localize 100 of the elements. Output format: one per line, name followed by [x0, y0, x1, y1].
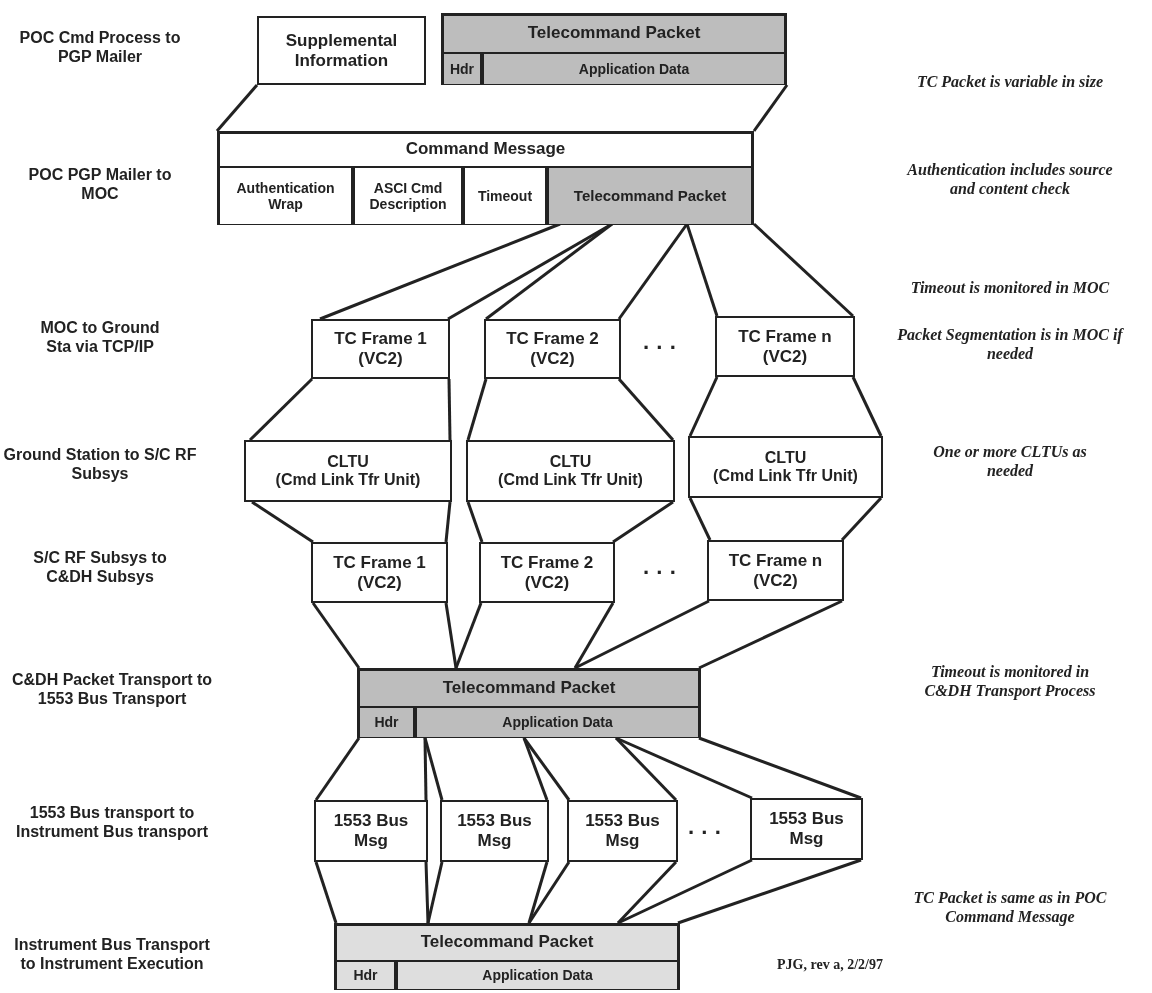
connector-line [752, 222, 855, 318]
header-field [444, 52, 482, 84]
frame-box [484, 319, 621, 379]
box-text: TC Frame 1 [334, 329, 427, 349]
connector-line [447, 378, 452, 441]
box-subtext: (VC2) [357, 572, 402, 593]
connector-line [612, 500, 674, 544]
connector-line [617, 378, 675, 441]
message-box [750, 798, 863, 860]
connector-line [851, 376, 883, 437]
ellipsis-mark: · · · [687, 820, 723, 847]
frame-box [311, 542, 448, 603]
row-label: 1553 Bus transport to Instrument Bus transport [15, 803, 209, 842]
note-text: Timeout is monitored in C&DH Transport Process [923, 662, 1097, 701]
connector-line [466, 378, 488, 441]
box-subtext: (VC2) [524, 572, 570, 593]
row-label: POC Cmd Process to PGP Mailer [18, 28, 182, 67]
header-field [360, 706, 415, 737]
box-text: 1553 Bus Msg [456, 811, 533, 851]
connector-line [573, 602, 615, 669]
packet-box [357, 668, 701, 738]
frame-box [479, 542, 615, 603]
message-box [440, 800, 549, 862]
packet-box [441, 13, 787, 85]
connector-line [840, 496, 883, 542]
connector-line [444, 501, 452, 543]
box-text: Application Data [502, 714, 613, 731]
data-field [415, 706, 700, 737]
connector-line [574, 599, 710, 670]
message-box [314, 800, 428, 862]
ellipsis-mark: · · · [642, 560, 678, 587]
packet-box [334, 923, 680, 990]
connector-line [426, 861, 444, 924]
connector-line [688, 376, 719, 437]
connector-line [311, 602, 361, 669]
connector-line [215, 84, 259, 132]
data-field [396, 960, 679, 989]
box-text: Hdr [374, 714, 399, 731]
message-box [567, 800, 678, 862]
ellipsis-mark: · · · [642, 335, 678, 362]
cltu-box [466, 440, 675, 502]
box-text: Application Data [578, 60, 690, 78]
packet-title: Telecommand Packet [420, 932, 594, 952]
connector-line [522, 737, 549, 801]
row-label: Instrument Bus Transport to Instrument Execution [13, 935, 211, 974]
connector-line [698, 599, 843, 670]
connector-line [314, 737, 361, 801]
box-text: CLTU [327, 452, 369, 471]
connector-line [615, 736, 753, 800]
connector-line [454, 602, 483, 669]
frame-box [311, 319, 450, 379]
connector-line [466, 501, 484, 543]
note-text: Packet Segmentation is in MOC if needed [896, 325, 1125, 364]
connector-line [616, 860, 678, 925]
box-text: TC Frame 1 [333, 552, 426, 573]
box-text: Supplemental Information [284, 30, 399, 71]
field-box [220, 166, 353, 224]
box-subtext: (VC2) [753, 570, 798, 591]
box-text: Hdr [353, 967, 378, 984]
box-text: Timeout [477, 187, 533, 205]
box-text: 1553 Bus Msg [768, 809, 845, 849]
connector-line [444, 602, 458, 669]
row-label: POC PGP Mailer to MOC [27, 165, 173, 204]
box-text: TC Frame n [738, 326, 832, 347]
field-box [353, 166, 463, 224]
message-box [217, 131, 754, 225]
packet-title: Telecommand Packet [527, 23, 701, 43]
packet-field [547, 166, 753, 224]
box-subtext: (Cmd Link Tfr Unit) [275, 471, 421, 490]
box-subtext: (Cmd Link Tfr Unit) [713, 467, 858, 486]
box-text: CLTU [764, 448, 807, 467]
box-text: TC Frame 2 [506, 329, 599, 349]
box-subtext: (VC2) [762, 346, 808, 367]
connector-line [688, 497, 712, 541]
connector-line [251, 500, 314, 544]
connector-line [424, 861, 430, 924]
frame-box [715, 316, 855, 377]
box-text: Authentication Wrap [235, 179, 336, 213]
note-text: TC Packet is variable in size [916, 72, 1104, 92]
row-label: Ground Station to S/C RF Subsys [2, 445, 198, 484]
box-text: CLTU [549, 452, 592, 471]
box-text: TC Frame 2 [500, 552, 594, 573]
box-text: Telecommand Packet [573, 187, 727, 205]
connector-line [617, 223, 689, 320]
connector-line [752, 84, 789, 132]
connector-line [617, 858, 753, 925]
box-subtext: (VC2) [530, 349, 575, 369]
note-text: Authentication includes source and content check [905, 160, 1114, 199]
packet-title: Telecommand Packet [442, 677, 616, 698]
box-text: 1553 Bus Msg [332, 811, 410, 851]
connector-line [248, 377, 314, 442]
connector-line [698, 736, 862, 800]
row-label: MOC to Ground Sta via TCP/IP [40, 318, 160, 357]
box-subtext: (Cmd Link Tfr Unit) [498, 471, 643, 490]
revision-note: PJG, rev a, 2/2/97 [777, 957, 883, 974]
note-text: Timeout is monitored in MOC [910, 278, 1110, 298]
box-text: 1553 Bus Msg [584, 811, 661, 851]
box-subtext: (VC2) [358, 349, 403, 369]
row-label: S/C RF Subsys to C&DH Subsys [32, 548, 168, 587]
connector-line [527, 861, 549, 924]
